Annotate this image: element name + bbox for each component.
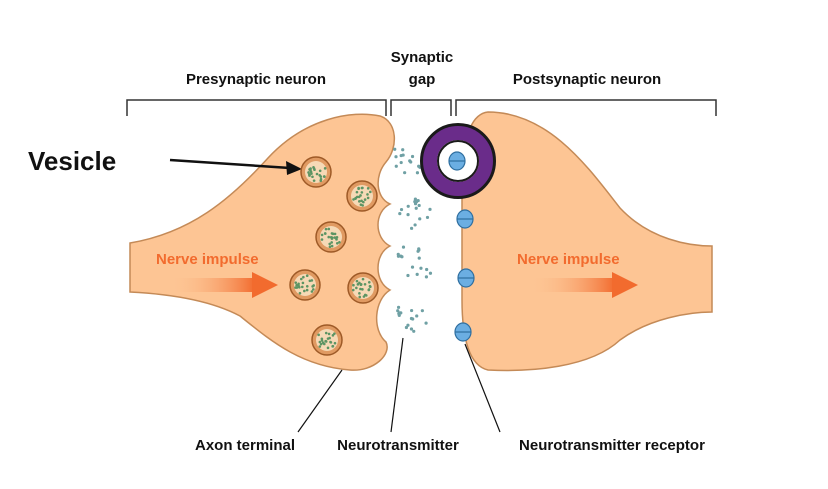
receptor-icon-highlighted (448, 151, 466, 171)
neurotransmitter-dot (414, 200, 419, 204)
neurotransmitter-dot (408, 159, 412, 163)
neurotransmitter-dot (424, 321, 428, 325)
neurotransmitter-dot (399, 207, 404, 212)
vesicle-icon (289, 269, 321, 301)
neurotransmitter-dot (393, 147, 397, 151)
neurotransmitter-dot (396, 309, 400, 313)
neurotransmitter-dot (394, 155, 398, 159)
neurotransmitter-dot (404, 325, 409, 330)
neurotransmitter-dot (417, 247, 421, 251)
neurotransmitter-dot (401, 153, 405, 157)
vesicle-icon (346, 180, 378, 212)
neurotransmitter-dot (416, 249, 420, 253)
neurotransmitter-dot (425, 215, 430, 220)
presynaptic-neuron (129, 113, 395, 371)
neurotransmitter-dot (396, 252, 400, 256)
neurotransmitter-dot (401, 148, 405, 152)
neurotransmitter-dots (393, 147, 433, 333)
synaptic-gap-label-line2: gap (409, 71, 436, 88)
neurotransmitter-dot (399, 160, 403, 165)
neurotransmitter-dot (410, 308, 414, 313)
neurotransmitter-dot (428, 207, 432, 211)
nerve-impulse-label-left: Nerve impulse (156, 251, 259, 268)
neurotransmitter-dot (414, 206, 418, 210)
neurotransmitter-dot (419, 266, 423, 270)
top-brackets (126, 99, 717, 116)
neurotransmitter-dot (396, 305, 401, 309)
neurotransmitter-dot (415, 314, 419, 318)
neurotransmitter-dot (417, 256, 421, 260)
neurotransmitter-dot (413, 197, 417, 201)
vesicle-icon (300, 156, 332, 188)
vesicle-icon (347, 272, 379, 304)
neurotransmitter-dot (394, 164, 398, 168)
vesicle-icon (311, 324, 343, 356)
axon-terminal-label: Axon terminal (195, 437, 295, 454)
neurotransmitter-dot (398, 212, 402, 216)
neurotransmitter-dot (406, 273, 410, 278)
vesicle-group (289, 156, 379, 356)
receptor-group (454, 209, 475, 342)
vesicle-label: Vesicle (28, 146, 116, 176)
neurotransmitter-dot (401, 245, 406, 249)
nerve-impulse-arrow-left (170, 272, 278, 298)
neurotransmitter-dot (410, 265, 415, 269)
receptor-icon (454, 322, 472, 342)
neurotransmitter-dot (424, 275, 429, 279)
neurotransmitter-dot (397, 313, 401, 317)
neurotransmitter-dot (415, 272, 419, 277)
vesicle-pointer-arrow (169, 158, 302, 175)
neurotransmitter-dot (406, 204, 410, 208)
postsynaptic-label: Postsynaptic neuron (513, 71, 661, 88)
neurotransmitter-dot (403, 171, 407, 175)
receptor-icon (457, 268, 475, 288)
synaptic-gap-label-line1: Synaptic (391, 49, 454, 66)
neurotransmitter-dot (417, 203, 421, 208)
neurotransmitter-dot (409, 327, 414, 331)
postsynaptic-neuron (461, 111, 713, 372)
neurotransmitter-dot (428, 271, 433, 275)
neurotransmitter-dot (400, 255, 404, 259)
neurotransmitter-dot (409, 226, 414, 230)
highlight-ring-icon (420, 123, 496, 199)
neurotransmitter-receptor-label: Neurotransmitter receptor (519, 437, 705, 454)
neurotransmitter-dot (425, 267, 429, 272)
neurotransmitter-dot (406, 213, 410, 217)
presynaptic-label: Presynaptic neuron (186, 71, 326, 88)
neurotransmitter-dot (415, 171, 420, 175)
neurotransmitter-dot (406, 323, 410, 327)
neurotransmitter-dot (410, 154, 415, 159)
neurotransmitter-label: Neurotransmitter (337, 437, 459, 454)
neurotransmitter-dot (413, 223, 417, 227)
neurotransmitter-dot (409, 316, 414, 321)
nerve-impulse-label-right: Nerve impulse (517, 251, 620, 268)
neurotransmitter-dot (398, 311, 402, 315)
nerve-impulse-arrow-right (530, 272, 638, 298)
neurotransmitter-dot (412, 329, 416, 333)
neurotransmitter-dot (420, 309, 424, 313)
neurotransmitter-dot (418, 217, 422, 221)
receptor-icon (456, 209, 474, 229)
vesicle-icon (315, 221, 347, 253)
bottom-pointer-lines (297, 337, 501, 433)
